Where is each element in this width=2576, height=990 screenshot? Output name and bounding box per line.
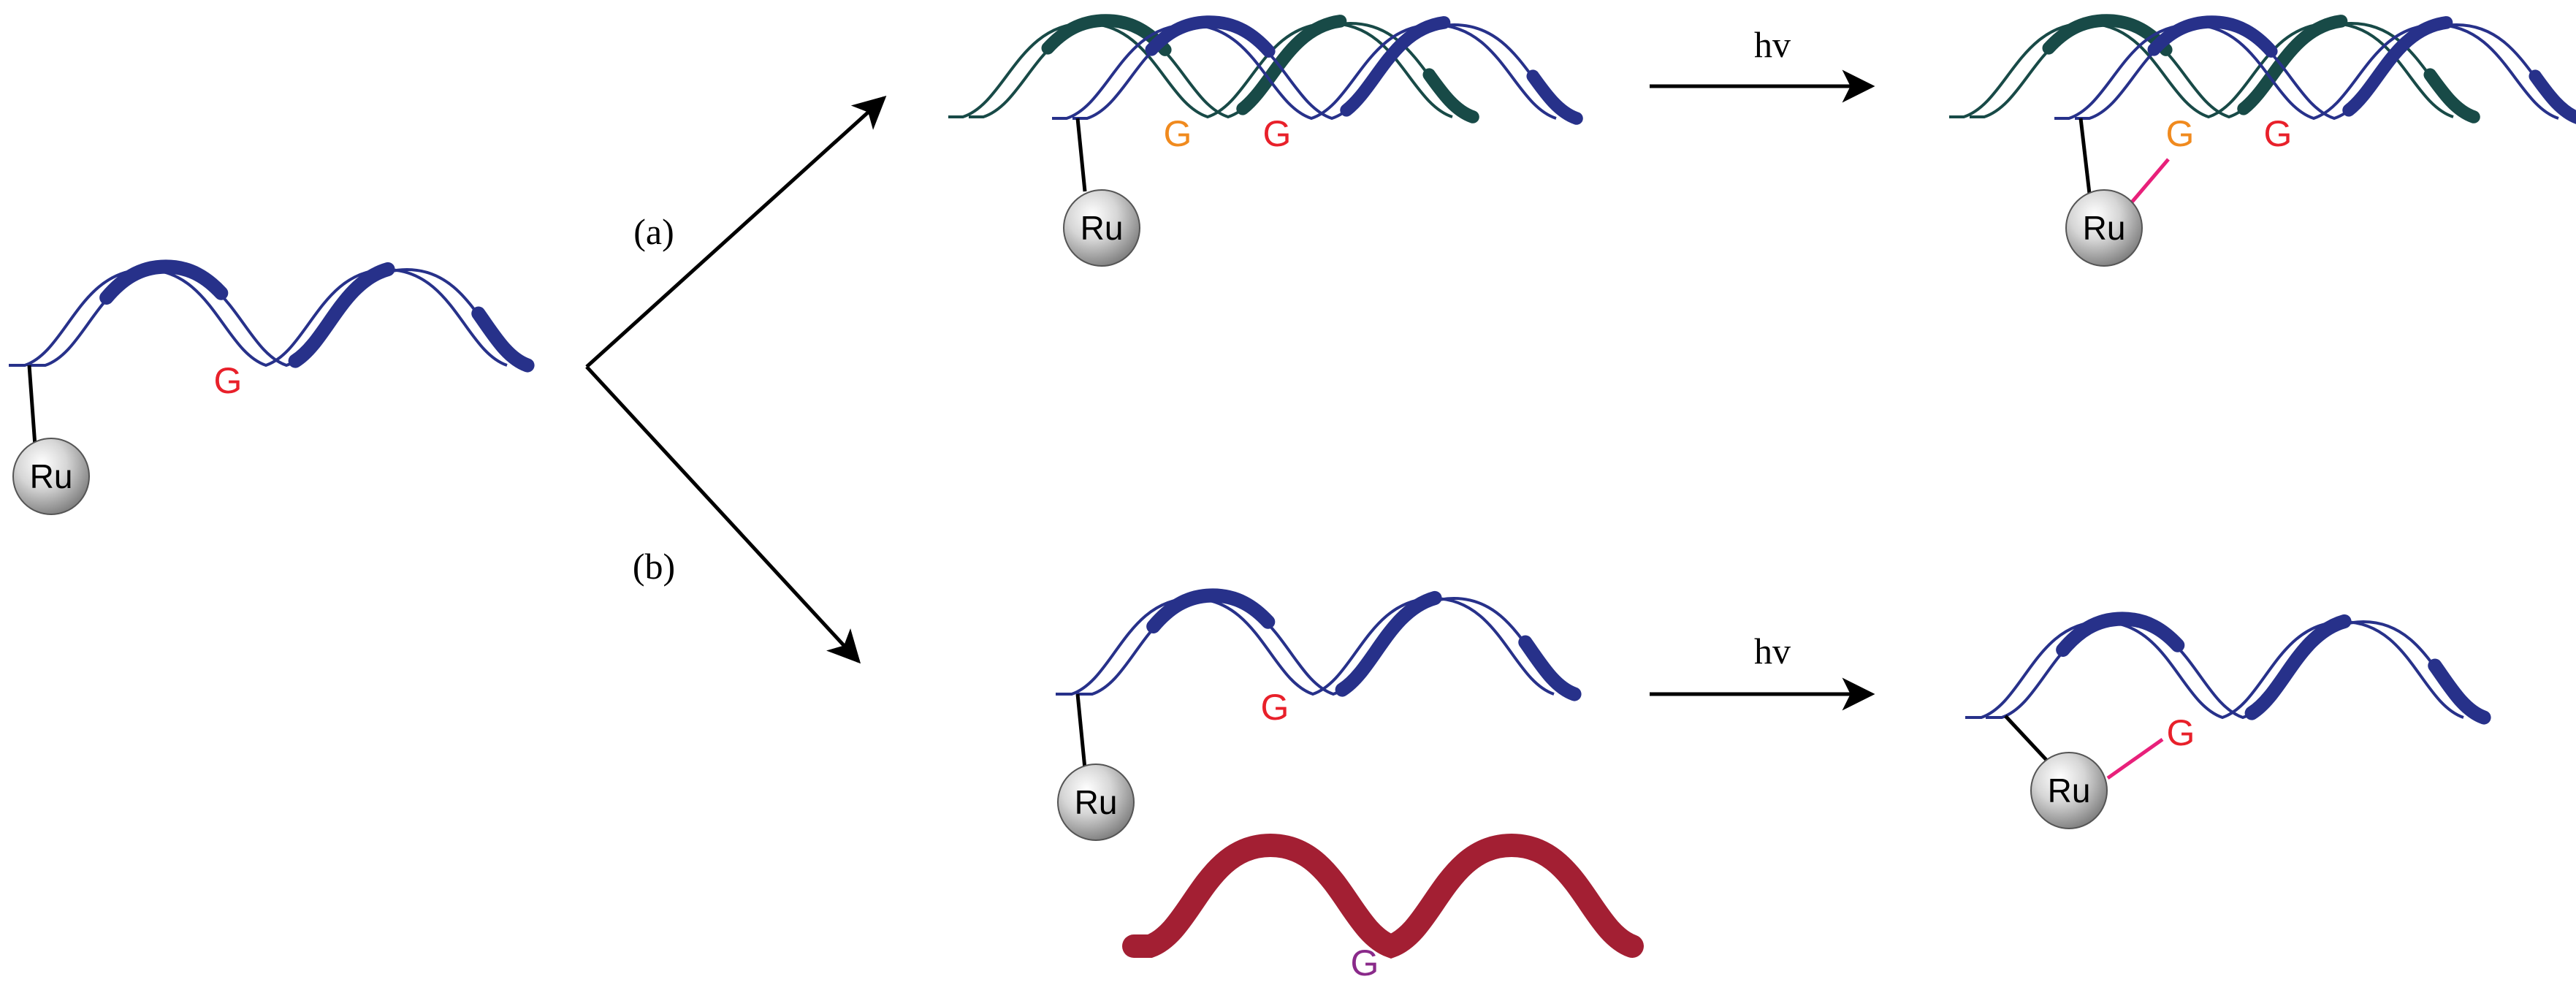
probe-strand-start [9,259,535,373]
ru-complex-start: Ru [12,438,90,515]
backbone-outline [1949,21,2454,119]
probe-strand-b1 [1056,588,1582,702]
backbone-outline [9,267,508,368]
probe-strand-a1 [1052,15,1583,126]
guanine-target-a1: G [1263,113,1292,154]
backbone-outline [1056,596,1555,696]
probe-strand-b2 [1965,612,2491,726]
path-a-label: (a) [633,211,674,252]
backbone-ribbon [2068,15,2576,126]
arrow-path-b [585,365,861,664]
backbone-ribbon [1069,588,1582,702]
guanine-mismatch-a2: G [2166,113,2195,154]
backbone-outline [948,21,1453,119]
linker-b1 [1075,693,1087,769]
linker-start [27,365,37,446]
guanine-mismatch-a1: G [1164,113,1192,154]
mismatch-strand-b1 [1122,833,1644,959]
path-b-label: (b) [633,546,675,587]
ru-label: Ru [2048,772,2091,810]
backbone-outline [1052,23,1557,121]
backbone-ribbon [22,259,535,373]
guanine-label-b1: G [1261,687,1289,728]
ru-label: Ru [1081,209,1124,247]
backbone-outline [2054,23,2559,121]
ru-label: Ru [1075,783,1118,821]
ru-complex-a2: Ru [2065,189,2143,267]
complement-strand-a2 [1949,14,2480,124]
guanine-label-mismatch: G [1351,943,1379,983]
ru-complex-b2: Ru [2030,752,2108,829]
backbone-ribbon [962,14,1479,124]
light-label-a: hv [1754,24,1791,65]
guanine-target-a2: G [2264,113,2293,154]
crosslink-b2 [2106,737,2164,780]
linker-a1 [1075,118,1087,192]
light-label-b: hv [1754,631,1791,671]
probe-strand-a2 [2054,15,2576,126]
backbone-ribbon [1963,14,2480,124]
ru-complex-a1: Ru [1063,189,1140,267]
ru-label: Ru [30,457,73,495]
backbone-ribbon [1066,15,1583,126]
backbone-ribbon [1978,612,2491,726]
backbone-outline [1965,620,2464,720]
guanine-label-b2: G [2167,712,2195,753]
guanine-label-start: G [214,360,243,401]
linker-a2 [2078,118,2092,194]
arrow-path-a [585,95,887,368]
ru-label: Ru [2083,209,2126,247]
backbone-ribbon [1122,833,1644,959]
ru-complex-b1: Ru [1057,764,1135,841]
